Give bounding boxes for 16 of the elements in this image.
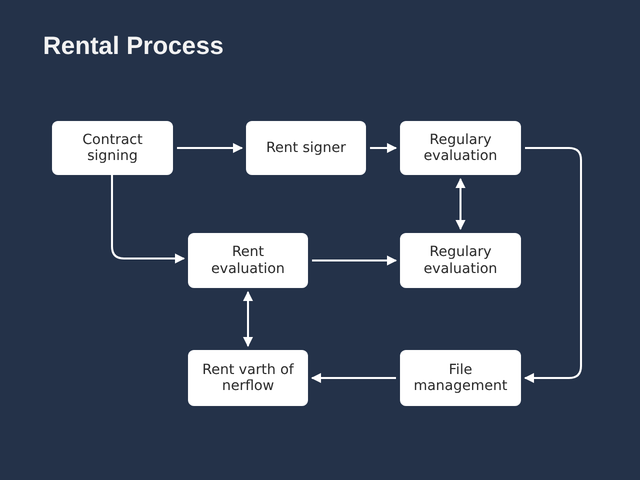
process-box: Rent signer: [246, 121, 366, 175]
arrow: [111, 175, 185, 264]
arrow: [370, 143, 397, 153]
process-box: Rent varth of nerflow: [188, 350, 308, 406]
diagram-title: Rental Process: [43, 32, 224, 61]
arrow: [456, 178, 466, 230]
arrow: [311, 373, 396, 383]
arrow: [312, 256, 397, 266]
arrow: [243, 291, 253, 347]
process-box: Regulary evaluation: [400, 121, 521, 175]
arrow: [524, 147, 582, 383]
process-box: Contract signing: [52, 121, 173, 175]
process-box: Rent evaluation: [188, 233, 308, 288]
process-box: Regulary evaluation: [400, 233, 521, 288]
arrow: [177, 143, 243, 153]
process-box: File management: [400, 350, 521, 406]
